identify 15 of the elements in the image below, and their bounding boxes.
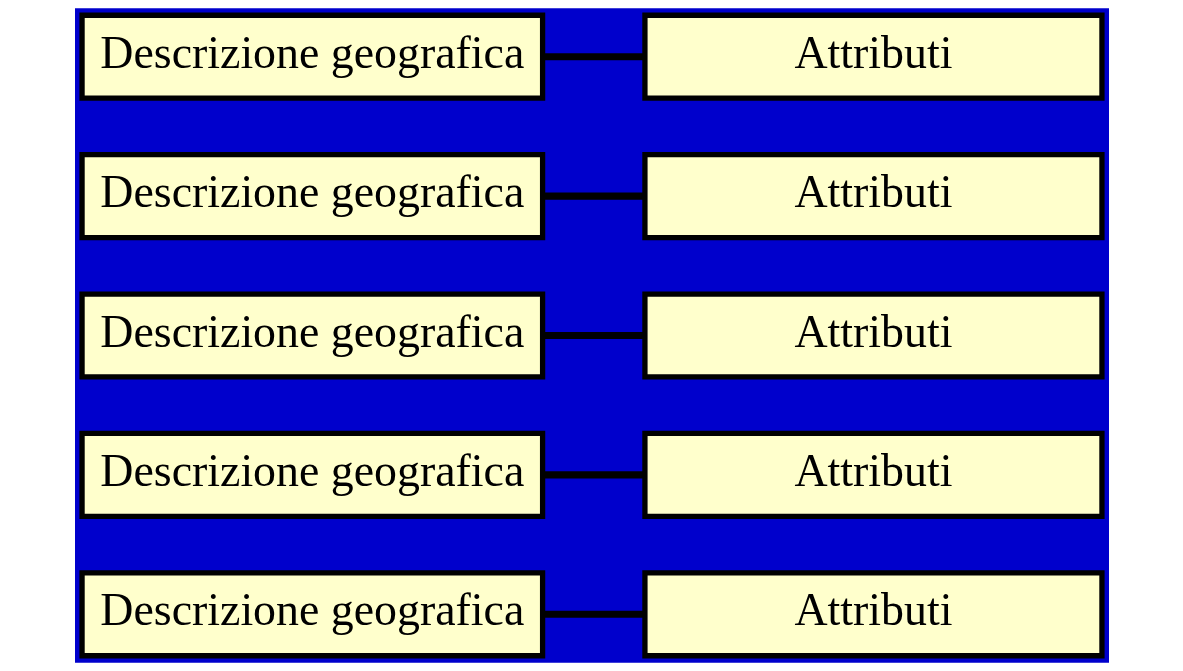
node-box: Descrizione geografica <box>78 291 545 380</box>
connector <box>542 192 645 200</box>
node-box: Descrizione geografica <box>78 430 545 519</box>
connector <box>542 331 645 340</box>
connector <box>542 471 645 479</box>
node-box: Descrizione geografica <box>78 570 545 659</box>
node-box: Attributi <box>641 291 1105 380</box>
connector <box>542 53 645 61</box>
node-box: Descrizione geografica <box>78 152 545 241</box>
node-box: Attributi <box>641 152 1105 241</box>
connector <box>542 610 645 618</box>
node-box: Attributi <box>641 12 1105 101</box>
node-box: Attributi <box>641 570 1105 659</box>
node-box: Descrizione geografica <box>78 12 545 101</box>
node-box: Attributi <box>641 430 1105 519</box>
